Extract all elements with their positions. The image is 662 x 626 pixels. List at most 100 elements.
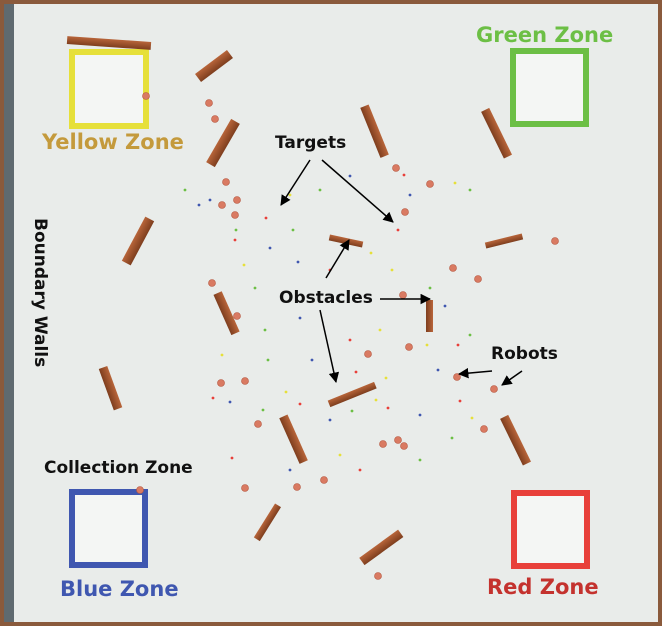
target [253, 286, 257, 290]
yellow-zone-square [69, 49, 149, 129]
target [348, 174, 352, 178]
obstacle [426, 300, 433, 332]
obstacle [500, 414, 531, 466]
robot [241, 484, 249, 492]
target [298, 402, 302, 406]
robot [254, 420, 262, 428]
obstacle [279, 414, 308, 464]
target [348, 338, 352, 342]
obstacle [66, 36, 152, 50]
robot [400, 442, 408, 450]
obstacle [360, 104, 389, 158]
target [264, 216, 268, 220]
target [450, 436, 454, 440]
target [288, 193, 292, 197]
robot [211, 115, 219, 123]
target [263, 328, 267, 332]
yellow-zone-label: Yellow Zone [42, 130, 184, 154]
robot [480, 425, 488, 433]
robot [218, 201, 226, 209]
target [453, 181, 457, 185]
target [266, 358, 270, 362]
target [298, 316, 302, 320]
robot [208, 279, 216, 287]
target [390, 268, 394, 272]
target [402, 173, 406, 177]
blue-zone-square [69, 489, 148, 568]
target [328, 418, 332, 422]
targets-label: Targets [275, 133, 347, 153]
target [428, 286, 432, 290]
robot [231, 211, 239, 219]
obstacle [481, 107, 512, 159]
target [261, 408, 265, 412]
robot [136, 486, 144, 494]
robot [490, 385, 498, 393]
target [230, 456, 234, 460]
target [354, 370, 358, 374]
target [378, 328, 382, 332]
target [197, 203, 201, 207]
obstacles-arrow-up [325, 239, 350, 279]
green-zone-label: Green Zone [476, 23, 614, 47]
robot [551, 237, 559, 245]
target [374, 398, 378, 402]
target [425, 343, 429, 347]
robot [474, 275, 482, 283]
robot [374, 572, 382, 580]
target [350, 409, 354, 413]
boundary-walls-label: Boundary Walls [30, 218, 50, 368]
obstacle [359, 529, 404, 566]
robot [405, 343, 413, 351]
obstacle [98, 365, 123, 411]
target [468, 188, 472, 192]
robot [392, 164, 400, 172]
target [369, 251, 373, 255]
collection-zone-label: Collection Zone [44, 458, 193, 478]
target [242, 263, 246, 267]
target [338, 453, 342, 457]
target [233, 238, 237, 242]
obstacle [121, 216, 155, 266]
robot [364, 350, 372, 358]
robot [241, 377, 249, 385]
obstacles-arrow-down [319, 309, 340, 384]
target [310, 358, 314, 362]
obstacle [213, 291, 240, 336]
robot [379, 440, 387, 448]
boundary-wall-left [4, 4, 14, 622]
robot [217, 379, 225, 387]
obstacles-label: Obstacles [279, 288, 373, 308]
target [386, 406, 390, 410]
obstacle [327, 381, 377, 408]
target [183, 188, 187, 192]
target [418, 458, 422, 462]
target [211, 396, 215, 400]
target [468, 333, 472, 337]
green-zone-square [510, 48, 589, 127]
target [458, 399, 462, 403]
target [291, 228, 295, 232]
target [296, 260, 300, 264]
targets-arrow-right [321, 159, 394, 223]
obstacle [484, 233, 524, 249]
target [318, 188, 322, 192]
robot [142, 92, 150, 100]
target [418, 413, 422, 417]
target [208, 198, 212, 202]
targets-arrow-left [280, 159, 311, 206]
target [470, 416, 474, 420]
target [396, 228, 400, 232]
robot [394, 436, 402, 444]
target [234, 228, 238, 232]
robots-arrow-right [501, 370, 523, 386]
red-zone-label: Red Zone [487, 575, 599, 599]
blue-zone-label: Blue Zone [60, 577, 179, 601]
obstacle [206, 118, 240, 168]
obstacle [195, 49, 233, 83]
annotation-arrows [280, 159, 523, 386]
target-group [183, 173, 474, 472]
robot [222, 178, 230, 186]
robot [401, 208, 409, 216]
